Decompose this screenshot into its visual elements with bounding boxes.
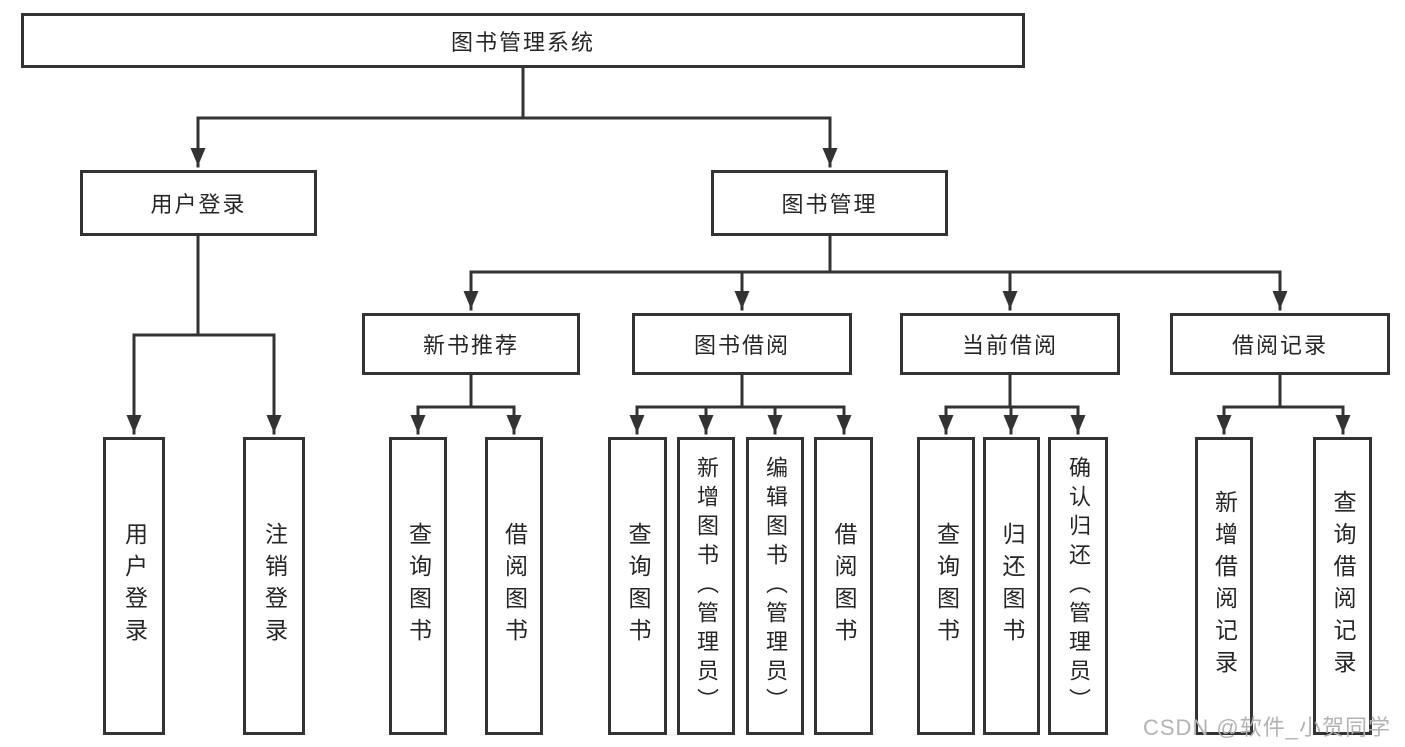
node-new-book-recommend: 新书推荐 <box>362 313 580 375</box>
node-query-books-borrowing: 查询图书 <box>608 437 667 735</box>
node-query-borrow-record: 查询借阅记录 <box>1313 437 1372 735</box>
node-query-books-current: 查询图书 <box>917 437 975 735</box>
node-confirm-return-admin-label: 确认归还（管理员） <box>1066 455 1091 717</box>
node-logout-leaf-label: 注销登录 <box>261 522 288 650</box>
node-return-book-label: 归还图书 <box>999 522 1025 650</box>
node-system-root: 图书管理系统 <box>21 13 1025 68</box>
node-query-books-current-label: 查询图书 <box>933 522 960 650</box>
node-return-book: 归还图书 <box>983 437 1040 735</box>
node-book-management: 图书管理 <box>711 170 948 236</box>
node-add-borrow-record-label: 新增借阅记录 <box>1211 490 1238 682</box>
node-add-borrow-record: 新增借阅记录 <box>1195 437 1253 735</box>
node-logout-leaf: 注销登录 <box>243 437 305 735</box>
node-edit-book-admin: 编辑图书（管理员） <box>746 437 804 735</box>
node-query-books-recommend: 查询图书 <box>389 437 447 735</box>
csdn-watermark: CSDN @软件_小贺同学 <box>1142 715 1391 740</box>
node-book-management-label: 图书管理 <box>781 192 878 217</box>
node-current-borrowing-label: 当前借阅 <box>961 333 1058 358</box>
node-add-book-admin-label: 新增图书（管理员） <box>694 455 719 717</box>
node-user-login-leaf-label: 用户登录 <box>121 522 148 650</box>
node-book-borrowing-label: 图书借阅 <box>693 333 790 358</box>
node-system-root-label: 图书管理系统 <box>450 29 595 55</box>
node-query-books-recommend-label: 查询图书 <box>405 522 432 650</box>
node-new-book-recommend-label: 新书推荐 <box>422 333 519 358</box>
node-user-login-leaf: 用户登录 <box>103 437 165 735</box>
node-edit-book-admin-label: 编辑图书（管理员） <box>763 455 788 717</box>
node-borrow-books-borrowing: 借阅图书 <box>814 437 873 735</box>
node-borrow-books-recommend: 借阅图书 <box>485 437 543 735</box>
node-borrow-books-recommend-label: 借阅图书 <box>501 522 528 650</box>
node-add-book-admin: 新增图书（管理员） <box>677 437 735 735</box>
node-confirm-return-admin: 确认归还（管理员） <box>1048 437 1108 735</box>
node-query-borrow-record-label: 查询借阅记录 <box>1330 490 1356 682</box>
node-borrowing-records-label: 借阅记录 <box>1231 333 1328 358</box>
node-borrow-books-borrowing-label: 借阅图书 <box>831 522 857 650</box>
node-borrowing-records: 借阅记录 <box>1170 313 1390 375</box>
node-user-login: 用户登录 <box>80 170 317 236</box>
node-current-borrowing: 当前借阅 <box>900 313 1120 375</box>
node-user-login-label: 用户登录 <box>150 192 247 217</box>
node-query-books-borrowing-label: 查询图书 <box>625 522 651 650</box>
node-book-borrowing: 图书借阅 <box>632 313 852 375</box>
